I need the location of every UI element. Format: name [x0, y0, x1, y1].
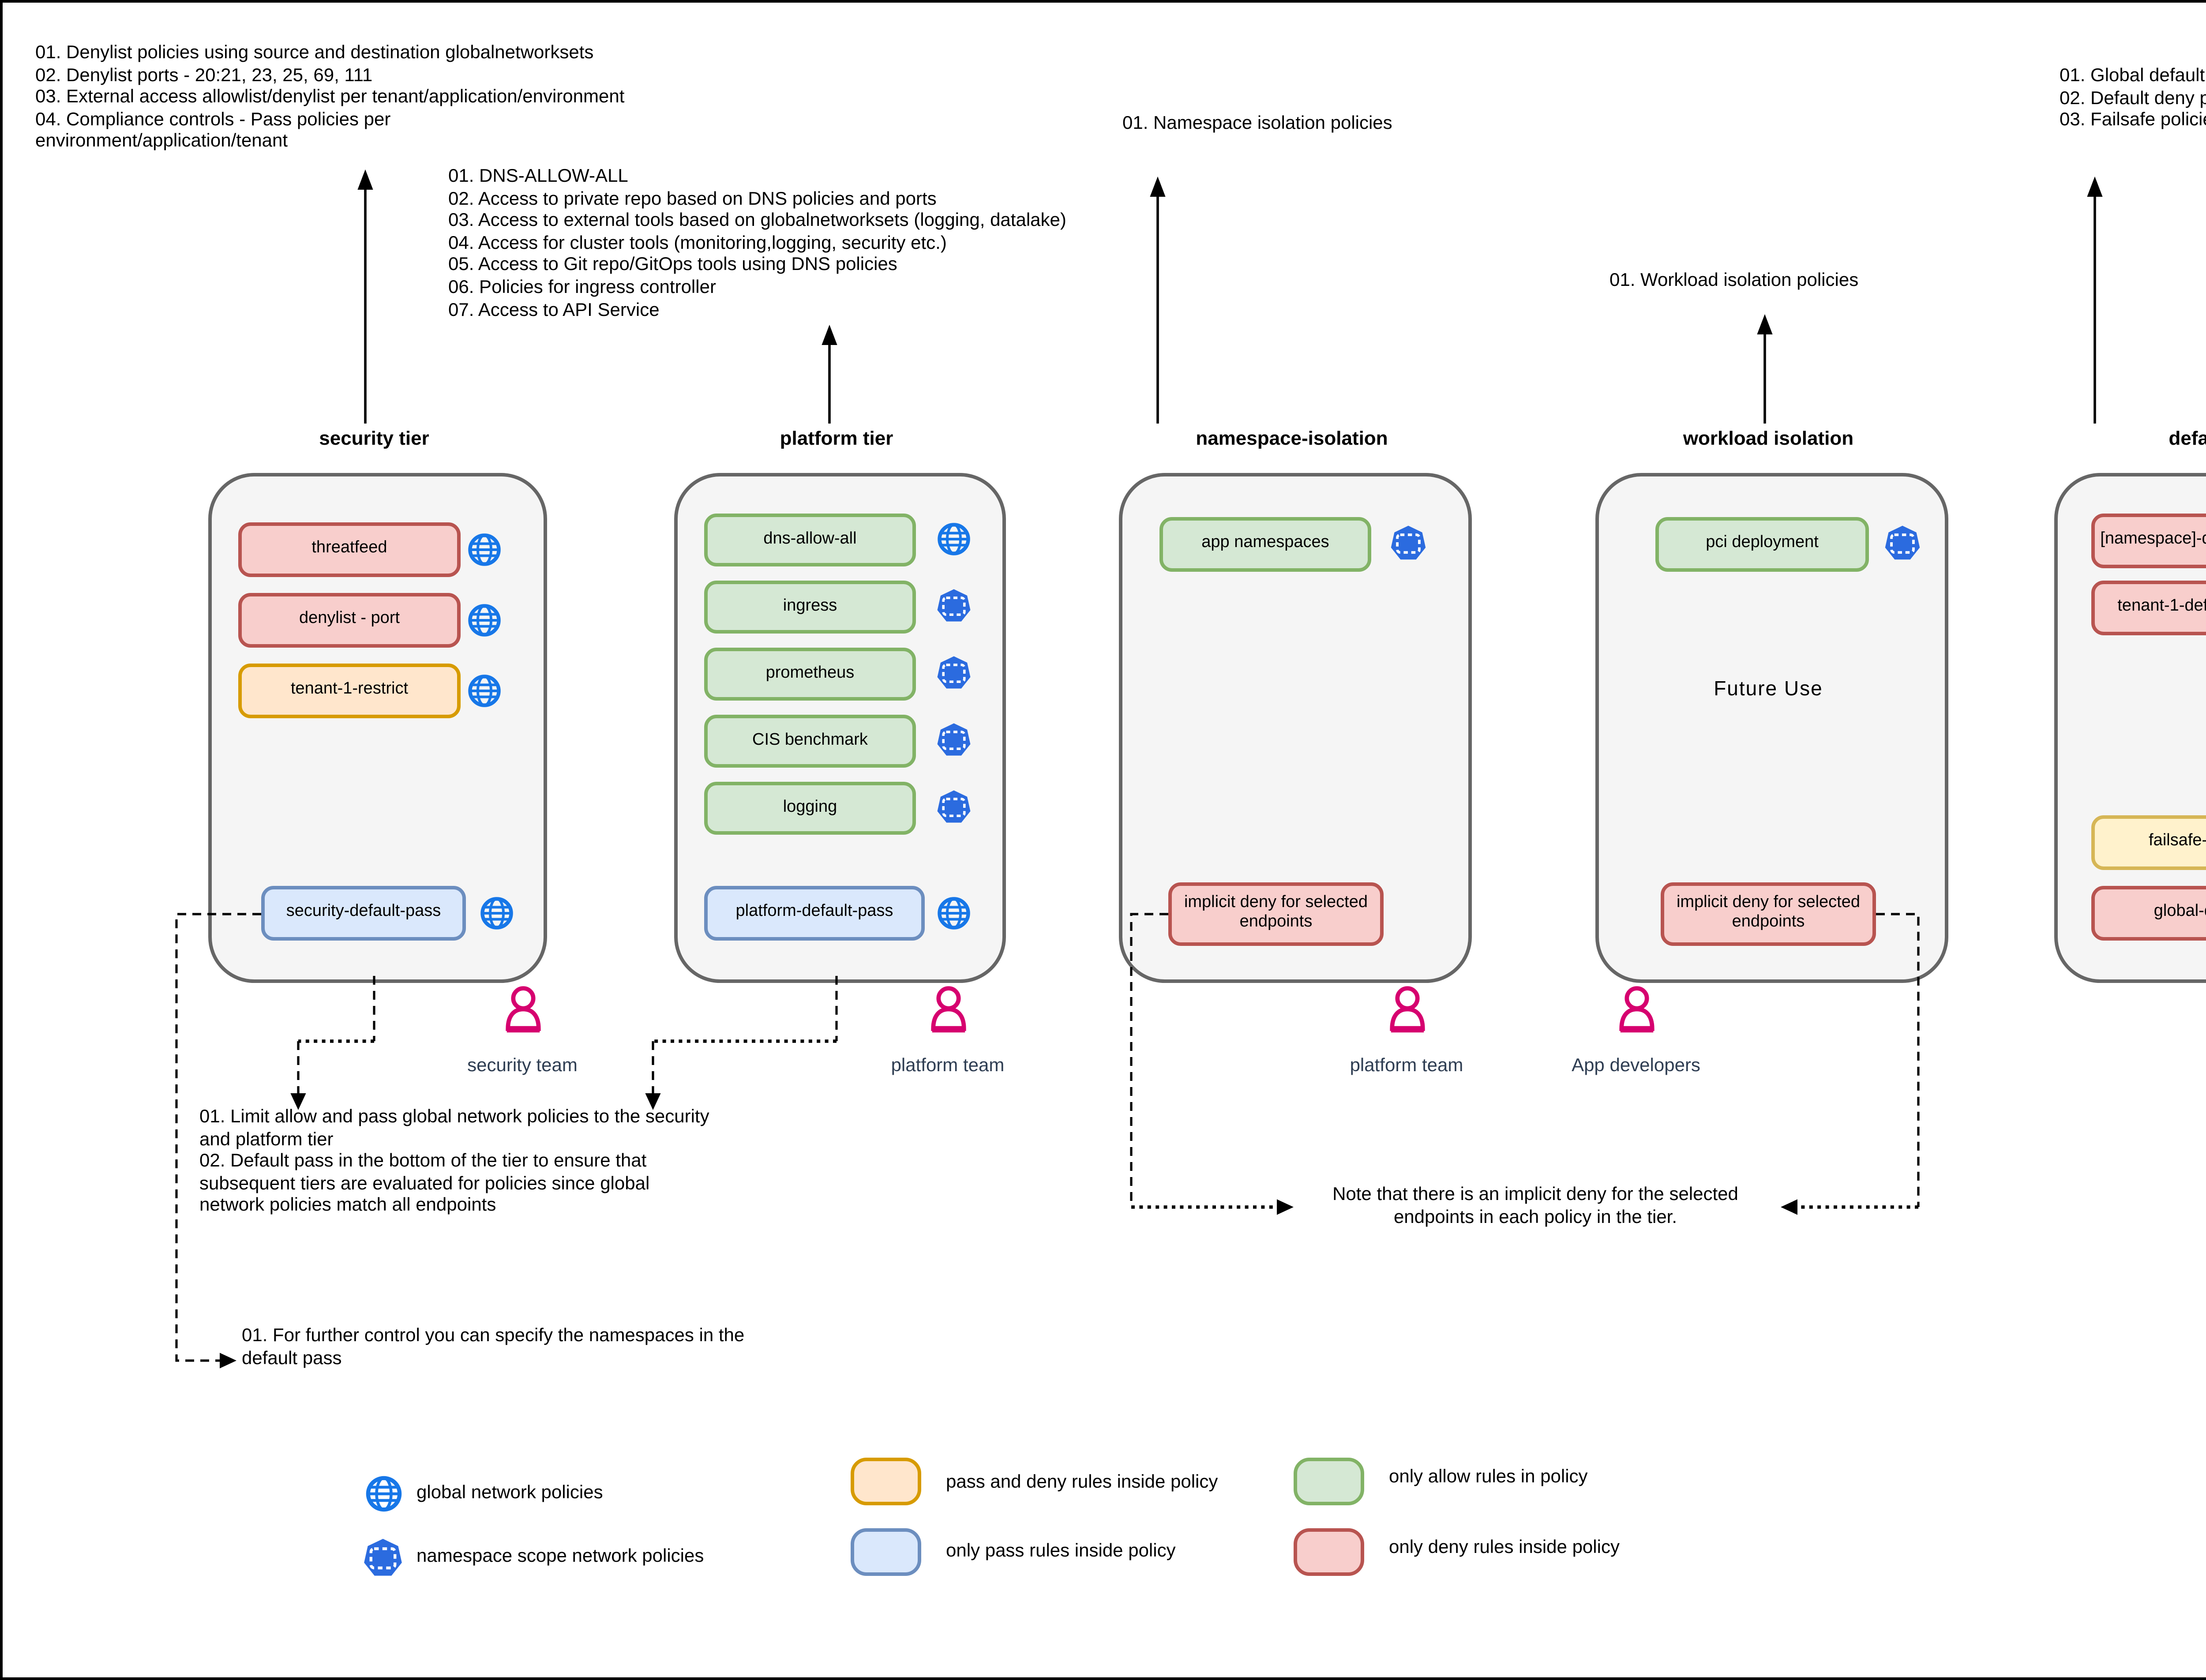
tier-title-namespace-isolation: namespace-isolation — [1196, 429, 1388, 450]
legend-pass-rules: only pass rules inside policy — [946, 1541, 1176, 1562]
policy-label: implicit deny for selected endpoints — [1676, 893, 1861, 932]
future-use-label: Future Use — [1714, 679, 1823, 701]
legend-pass-deny-rules: pass and deny rules inside policy — [946, 1472, 1218, 1493]
namespace-scope-icon — [935, 722, 972, 759]
policy-label: security-default-pass — [286, 902, 441, 922]
policy-label: CIS benchmark — [752, 730, 868, 750]
legend-swatch-deny — [1294, 1528, 1364, 1576]
note-default-pass-namespaces: 01. For further control you can specify … — [242, 1325, 745, 1369]
note-workload-isolation: 01. Workload isolation policies — [1609, 270, 1859, 291]
policy-cis-benchmark: CIS benchmark — [704, 715, 916, 768]
namespace-scope-icon — [935, 655, 972, 692]
note-default-capabilities: 01. Global default deny 02. Default deny… — [2060, 65, 2206, 131]
globe-icon — [478, 895, 515, 932]
policy-label: tenant-1-default-deny — [2117, 596, 2206, 616]
policy-pci-deployment: pci deployment — [1655, 517, 1869, 572]
note-security-capabilities: 01. Denylist policies using source and d… — [35, 42, 625, 153]
tier-title-workload-isolation: workload isolation — [1683, 429, 1854, 450]
tier-title-platform: platform tier — [780, 429, 893, 450]
legend-global-network-policies: global network policies — [416, 1482, 603, 1504]
policy-label: denylist - port — [299, 609, 400, 629]
policy-label: failsafe-allow — [2149, 831, 2206, 851]
policy-implicit-deny-workload: implicit deny for selected endpoints — [1661, 882, 1876, 946]
dashed-platform-bottom-to-note — [645, 976, 838, 1110]
note-tier-pass-rules: 01. Limit allow and pass global network … — [199, 1106, 709, 1217]
team-label-platform: platform team — [891, 1055, 1005, 1076]
policy-label: dns-allow-all — [763, 529, 857, 548]
policy-tenant-1-restrict: tenant-1-restrict — [238, 664, 461, 718]
arrow-platform-tier-up — [822, 325, 837, 424]
policy-label: app namespaces — [1201, 533, 1329, 553]
policy-denylist-port: denylist - port — [238, 593, 461, 648]
namespace-scope-icon — [935, 789, 972, 826]
policy-label: platform-default-pass — [735, 902, 893, 922]
legend-swatch-pass-deny — [851, 1458, 921, 1505]
policy-namespace-default-deny: [namespace]-default-deny — [2091, 514, 2206, 568]
person-icon — [1382, 981, 1433, 1039]
policy-failsafe-allow: failsafe-allow — [2091, 815, 2206, 870]
policy-label: global-deny — [2153, 902, 2206, 922]
policy-platform-default-pass: platform-default-pass — [704, 886, 925, 941]
globe-icon — [466, 531, 503, 568]
arrow-default-tier-up — [2087, 176, 2103, 424]
namespace-scope-icon — [935, 588, 972, 625]
arrow-workload-tier-up — [1757, 314, 1773, 424]
legend-namespace-scope-policies: namespace scope network policies — [416, 1546, 704, 1567]
policy-threatfeed: threatfeed — [238, 522, 461, 577]
note-platform-capabilities: 01. DNS-ALLOW-ALL 02. Access to private … — [448, 166, 1066, 321]
globe-icon — [935, 895, 972, 932]
arrow-namespace-tier-up — [1150, 176, 1166, 424]
globe-icon — [466, 672, 503, 709]
dashed-security-bottom-to-note — [290, 976, 375, 1110]
policy-label: threatfeed — [311, 538, 387, 558]
globe-icon — [935, 521, 972, 558]
legend-allow-rules: only allow rules in policy — [1389, 1466, 1588, 1488]
namespace-scope-icon — [1883, 524, 1922, 563]
policy-global-deny: global-deny — [2091, 886, 2206, 941]
policy-prometheus: prometheus — [704, 648, 916, 701]
dashed-security-default-pass-to-note — [175, 913, 261, 1369]
policy-dns-allow-all: dns-allow-all — [704, 514, 916, 566]
team-label-app-developers: App developers — [1572, 1055, 1700, 1076]
policy-logging: logging — [704, 782, 916, 835]
policy-label: implicit deny for selected endpoints — [1184, 893, 1368, 932]
legend-swatch-allow — [1294, 1458, 1364, 1505]
globe-icon — [466, 602, 503, 639]
note-namespace-isolation: 01. Namespace isolation policies — [1122, 113, 1392, 134]
legend-swatch-pass — [851, 1528, 921, 1576]
policy-label: ingress — [783, 596, 837, 615]
namespace-scope-icon — [1389, 524, 1428, 563]
namespace-scope-icon — [362, 1537, 404, 1579]
globe-icon — [364, 1474, 404, 1514]
policy-app-namespaces: app namespaces — [1159, 517, 1371, 572]
note-implicit-deny: Note that there is an implicit deny for … — [1332, 1184, 1738, 1228]
team-label-platform-2: platform team — [1350, 1055, 1463, 1076]
policy-tenant-1-default-deny: tenant-1-default-deny — [2091, 581, 2206, 635]
policy-label: prometheus — [765, 663, 855, 682]
team-label-security: security team — [467, 1055, 578, 1076]
arrow-security-tier-up — [357, 169, 373, 424]
person-icon — [923, 981, 974, 1039]
legend-deny-rules: only deny rules inside policy — [1389, 1537, 1620, 1558]
policy-ingress: ingress — [704, 581, 916, 634]
policy-label: pci deployment — [1706, 533, 1819, 553]
policy-label: tenant-1-restrict — [290, 679, 409, 699]
policy-security-default-pass: security-default-pass — [261, 886, 466, 941]
policy-implicit-deny-namespace: implicit deny for selected endpoints — [1168, 882, 1384, 946]
policy-label: logging — [783, 797, 837, 817]
tier-title-security: security tier — [319, 429, 429, 450]
policy-label: [namespace]-default-deny — [2100, 529, 2206, 549]
dashed-namespace-implicit-deny-to-note — [1130, 913, 1294, 1215]
tier-title-default: default tier — [2168, 429, 2206, 450]
person-icon — [1611, 981, 1662, 1039]
person-icon — [498, 981, 549, 1039]
dashed-workload-implicit-deny-to-note — [1781, 913, 1920, 1215]
